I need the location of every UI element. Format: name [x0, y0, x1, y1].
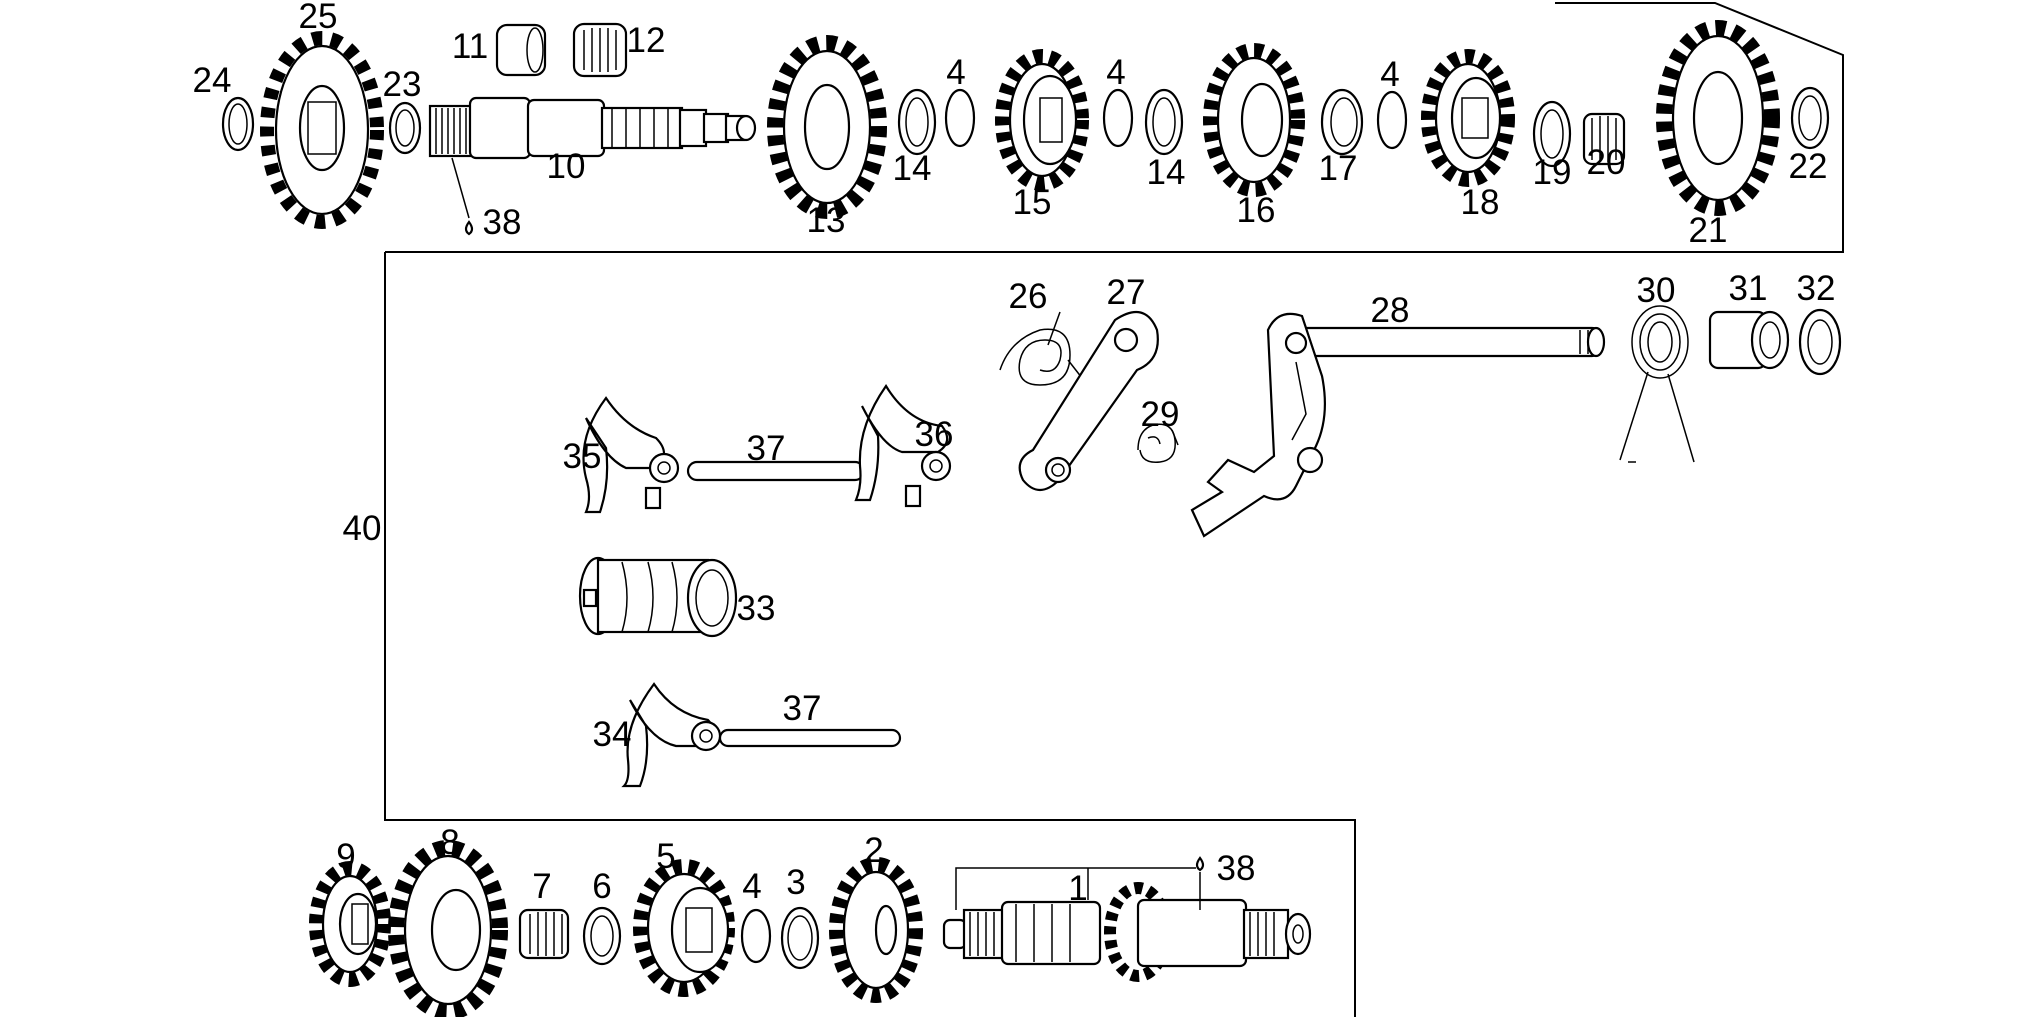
label-14-b: 14 — [1147, 153, 1186, 192]
label-5: 5 — [656, 837, 675, 876]
label-38-top: 38 — [483, 203, 522, 242]
label-29: 29 — [1141, 395, 1180, 434]
part-27-shift-lever — [1018, 310, 1159, 492]
label-6: 6 — [592, 867, 611, 906]
label-16: 16 — [1237, 191, 1276, 230]
label-30: 30 — [1637, 271, 1676, 310]
part-16-gear — [1203, 43, 1305, 197]
label-10: 10 — [547, 147, 586, 186]
part-7-needle-bearing — [518, 908, 570, 960]
label-2: 2 — [864, 831, 883, 870]
label-19: 19 — [1533, 153, 1572, 192]
part-18-gear — [1421, 49, 1515, 187]
label-12: 12 — [627, 21, 666, 60]
part-12-needle-bearing — [572, 22, 628, 78]
part-2-gear — [829, 857, 923, 1003]
part-35-shift-fork — [582, 396, 680, 514]
part-21-gear — [1656, 20, 1780, 216]
part-6-washer — [582, 906, 622, 966]
part-1-primary-shaft — [942, 882, 1312, 982]
part-32-seal — [1798, 308, 1842, 376]
part-36-shift-fork — [854, 383, 952, 508]
label-27: 27 — [1107, 273, 1146, 312]
part-5-gear — [633, 859, 735, 997]
label-40: 40 — [343, 509, 382, 548]
part-23-washer — [388, 101, 422, 155]
part-29-spring — [1137, 423, 1179, 463]
label-36: 36 — [915, 415, 954, 454]
part-31-bushing — [1708, 310, 1790, 370]
part-34-shift-fork — [621, 682, 722, 788]
label-33: 33 — [737, 589, 776, 628]
part-9-gear — [309, 861, 391, 987]
label-11: 11 — [452, 27, 488, 66]
label-4-c: 4 — [1380, 55, 1399, 94]
label-17: 17 — [1319, 149, 1358, 188]
label-25: 25 — [299, 0, 338, 36]
label-1: 1 — [1068, 869, 1087, 908]
part-17-bushing — [1320, 88, 1364, 156]
label-38-bottom: 38 — [1217, 849, 1256, 888]
part-4-circlip-d — [740, 908, 772, 964]
part-4-circlip-c — [1376, 90, 1408, 150]
part-11-bushing — [495, 23, 547, 77]
part-30-spring — [1619, 305, 1695, 463]
lubricant-drop-icon-bottom — [1195, 856, 1205, 910]
label-26: 26 — [1009, 277, 1048, 316]
part-19-washer — [1532, 100, 1572, 168]
label-7: 7 — [532, 867, 551, 906]
part-13-gear — [767, 35, 887, 219]
part-4-circlip-a — [944, 88, 976, 148]
part-24-circlip — [221, 96, 255, 152]
part-10-secondary-shaft — [428, 96, 757, 160]
label-32: 32 — [1797, 269, 1836, 308]
label-21: 21 — [1689, 211, 1728, 250]
part-26-spring — [999, 311, 1083, 386]
part-22-washer — [1790, 86, 1830, 150]
label-15: 15 — [1013, 183, 1052, 222]
label-3: 3 — [786, 863, 805, 902]
part-33-selector-drum — [578, 556, 738, 638]
label-22: 22 — [1789, 147, 1828, 186]
lubricant-drop-icon-top — [451, 157, 474, 236]
label-37-a: 37 — [747, 429, 786, 468]
part-labels: 1 2 3 4 5 6 7 8 9 10 11 12 13 14 4 15 4 … — [193, 0, 1836, 908]
part-14-washer-b — [1144, 88, 1184, 156]
part-15-gear — [995, 49, 1089, 191]
label-9: 9 — [336, 837, 355, 876]
label-4-a: 4 — [946, 53, 965, 92]
frame-lines — [384, 2, 1844, 1017]
label-20: 20 — [1587, 143, 1626, 182]
label-37-b: 37 — [783, 689, 822, 728]
part-25-sprocket — [260, 31, 384, 229]
label-8: 8 — [440, 823, 459, 862]
part-1-bracket-line — [955, 867, 1196, 910]
part-14-washer-a — [897, 88, 937, 156]
label-4-b: 4 — [1106, 53, 1125, 92]
part-8-gear — [388, 840, 508, 1017]
label-4-bottom: 4 — [742, 867, 761, 906]
part-28-selector-shaft — [1190, 312, 1606, 538]
part-3-washer — [780, 906, 820, 970]
part-20-needle-bearing — [1582, 112, 1626, 166]
label-24: 24 — [193, 61, 232, 100]
part-37-fork-shaft-b — [718, 728, 902, 748]
label-31: 31 — [1729, 269, 1768, 308]
label-18: 18 — [1461, 183, 1500, 222]
label-13: 13 — [807, 201, 846, 240]
part-4-circlip-b — [1102, 88, 1134, 148]
label-23: 23 — [383, 65, 422, 104]
label-34: 34 — [593, 715, 632, 754]
label-14-a: 14 — [893, 149, 932, 188]
label-35: 35 — [563, 437, 602, 476]
label-28: 28 — [1371, 291, 1410, 330]
